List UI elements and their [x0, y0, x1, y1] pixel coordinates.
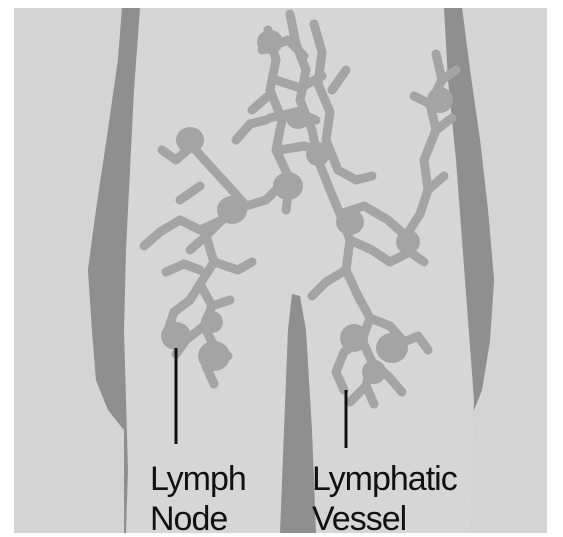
- lymph-node-label-line2: Node: [150, 500, 227, 537]
- lymph-node: [217, 196, 247, 224]
- lymph-node: [286, 107, 310, 129]
- lymph-node: [340, 324, 368, 352]
- lymph-node: [336, 209, 364, 235]
- lymph-node: [201, 311, 223, 333]
- lymph-node: [376, 333, 408, 363]
- lymph-node: [273, 172, 303, 200]
- lymph-node: [362, 360, 386, 384]
- lymphatic-vessel-label-line2: Vessel: [312, 500, 406, 537]
- lymph-node-label-line1: Lymph: [150, 460, 246, 498]
- lymph-node: [161, 322, 191, 350]
- lymph-node: [198, 341, 230, 371]
- lymph-node: [257, 30, 283, 54]
- lymphatic-vessel-label-line1: Lymphatic: [312, 460, 458, 498]
- lymph-node: [306, 142, 330, 166]
- lymph-node: [176, 127, 204, 153]
- lymph-node: [396, 230, 420, 254]
- lymph-node: [427, 87, 453, 113]
